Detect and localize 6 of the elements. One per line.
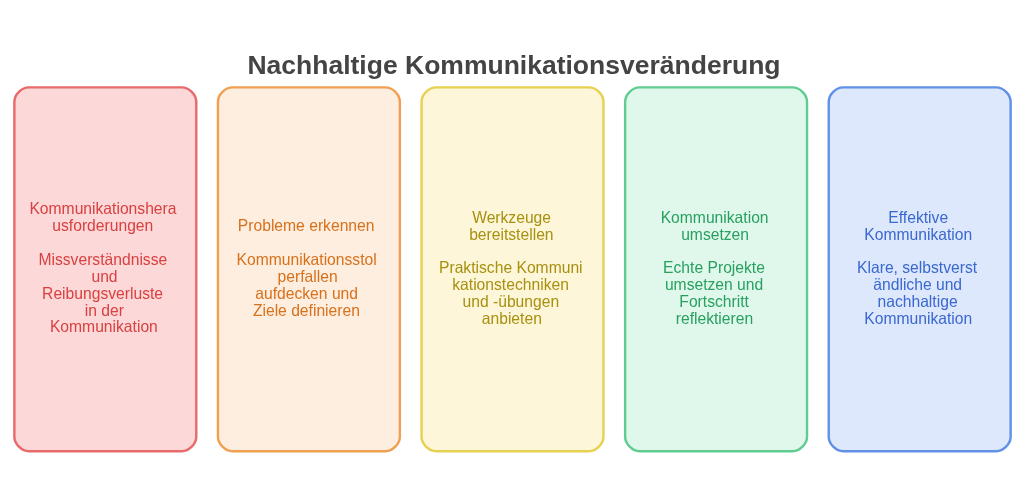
node-box: Werkzeuge bereitstellen Praktische Kommunikationstechniken und -übungen anbieten: [419, 86, 605, 453]
node-box: Kommunikationsherausforderungen Missverständnisse und Reibungsverluste in der Kommunikation: [12, 86, 197, 453]
node-box: Effektive Kommunikation Klare, selbstverständliche und nachhaltige Kommunikation: [827, 86, 1012, 453]
node-box: Probleme erkennen Kommunikationsstolperfallen aufdecken und Ziele definieren: [216, 86, 401, 453]
diagram-title: Nachhaltige Kommunikationsveränderung: [246, 49, 781, 80]
node-box: Kommunikation umsetzen Echte Projekte umsetzen und Fortschritt reflektieren: [623, 86, 808, 453]
